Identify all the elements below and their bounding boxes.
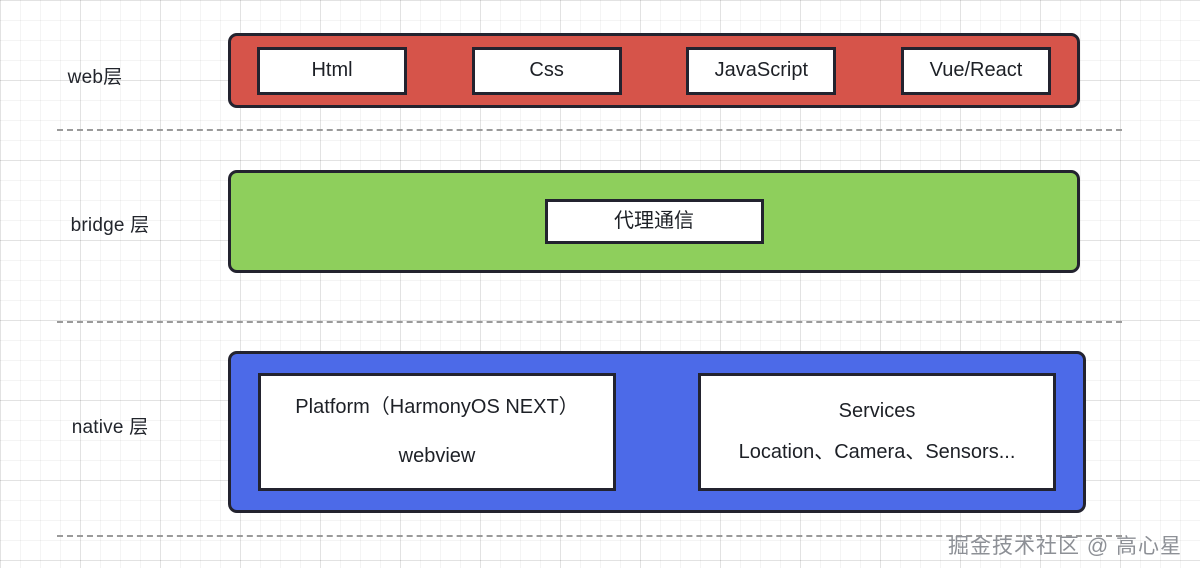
web-item-css[interactable]: Css [471,46,622,95]
native-item-platform-subtitle: webview [398,445,476,467]
row-label-bridge: bridge 层 [70,215,150,236]
web-item-javascript-label: JavaScript [714,59,808,81]
native-item-platform[interactable]: Platform（HarmonyOS NEXT） webview [258,373,616,491]
web-item-javascript[interactable]: JavaScript [686,46,837,95]
native-item-platform-title: Platform（HarmonyOS NEXT） [295,396,579,418]
row-label-native: native 层 [71,417,149,438]
web-item-html-label: Html [311,59,353,81]
web-layer-bar: Html Css JavaScript Vue/React [228,33,1080,108]
web-item-vue-react[interactable]: Vue/React [900,46,1051,95]
row-label-web: web层 [67,67,123,88]
bridge-item-proxy-communication-label: 代理通信 [614,210,694,232]
native-layer-bar: Platform（HarmonyOS NEXT） webview Service… [228,351,1086,513]
separator-web-bridge [57,129,1122,131]
bridge-layer-bar: 代理通信 [228,170,1080,273]
native-item-services-subtitle: Location、Camera、Sensors... [738,441,1016,463]
separator-native-bottom [57,535,1122,537]
web-item-css-label: Css [529,59,564,81]
separator-bridge-native [57,321,1122,323]
watermark: 掘金技术社区 @ 高心星 [948,535,1182,558]
web-item-html[interactable]: Html [257,46,407,95]
bridge-item-proxy-communication[interactable]: 代理通信 [544,199,764,244]
native-item-services[interactable]: Services Location、Camera、Sensors... [698,373,1056,491]
native-item-services-title: Services [838,400,916,422]
web-item-vue-react-label: Vue/React [929,59,1023,81]
